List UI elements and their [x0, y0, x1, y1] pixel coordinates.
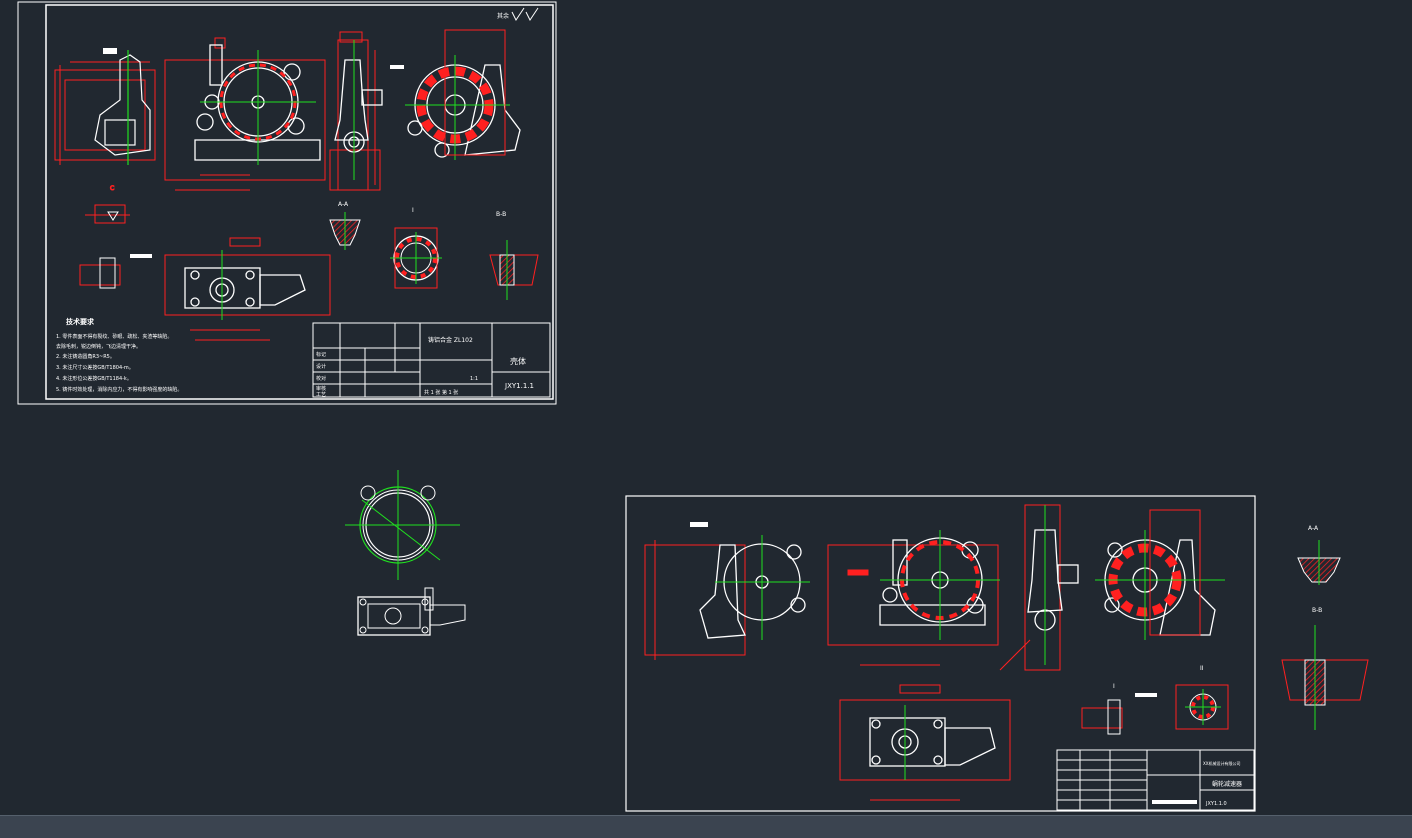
svg-text:审核: 审核 — [316, 385, 326, 392]
svg-text:去除毛刺，锐边倒钝，飞边清理干净。: 去除毛刺，锐边倒钝，飞边清理干净。 — [56, 343, 141, 350]
loose-plate-part[interactable] — [357, 587, 466, 636]
svg-text:2. 未注铸造圆角R3~R5。: 2. 未注铸造圆角R3~R5。 — [56, 353, 115, 360]
assembly-name-label: 蜗轮减速器 — [1212, 780, 1242, 788]
section-view-b: B-B — [489, 211, 539, 300]
side-view-4 — [999, 504, 1079, 671]
front-view-2 — [827, 530, 1000, 666]
loose-circle-part[interactable] — [345, 470, 460, 580]
svg-text:其余: 其余 — [497, 12, 509, 20]
detail-view-small-2 — [79, 254, 152, 289]
svg-text:A-A: A-A — [338, 201, 349, 208]
top-view-1 — [405, 29, 521, 160]
detail-view-small-1: C — [85, 185, 130, 224]
svg-text:1. 零件表面不得有裂纹、砂眼、疏松、夹渣等缺陷。: 1. 零件表面不得有裂纹、砂眼、疏松、夹渣等缺陷。 — [56, 333, 172, 340]
company-label: XX机械设计有限公司 — [1203, 760, 1240, 766]
sheet-count-label: 共 1 张 第 1 张 — [424, 389, 458, 396]
detail-view-i: I — [390, 207, 442, 289]
drawing-sheet-1[interactable]: 其余 — [17, 1, 557, 405]
bottom-view-2 — [839, 684, 1011, 801]
svg-text:设计: 设计 — [316, 363, 326, 370]
svg-text:I: I — [412, 207, 414, 214]
svg-text:工艺: 工艺 — [316, 392, 326, 398]
section-view-a: A-A — [329, 201, 361, 250]
drawing-canvas[interactable]: 其余 — [0, 0, 1412, 815]
detail-view-i-2: II — [1175, 665, 1229, 730]
drawing-sheet-2[interactable]: I II 蜗轮减速器 — [625, 495, 1256, 812]
svg-text:II: II — [1200, 665, 1204, 672]
top-view-2 — [1095, 509, 1225, 640]
svg-text:B-B: B-B — [1312, 607, 1322, 614]
title-block-1[interactable] — [312, 322, 551, 398]
svg-text:B-B: B-B — [496, 211, 506, 218]
side-view-1 — [54, 48, 156, 165]
svg-text:标记: 标记 — [316, 351, 326, 358]
roughness-symbol: 其余 — [497, 7, 539, 21]
side-view-2 — [329, 39, 404, 191]
svg-text:C: C — [110, 185, 114, 192]
title-block-1-text: 标记 设计 校对 审核 工艺 铸铝合金 ZL102 1:1 共 1 张 第 1 … — [316, 336, 534, 398]
section-view-a-2: A-A — [1297, 525, 1341, 585]
tech-req-title: 技术要求 — [66, 317, 95, 326]
svg-text:5. 铸件时效处理，消除内应力，不得有影响强度的缺陷。: 5. 铸件时效处理，消除内应力，不得有影响强度的缺陷。 — [56, 386, 182, 393]
svg-text:校对: 校对 — [316, 375, 326, 382]
status-bar — [0, 815, 1412, 838]
section-view-b-2: B-B — [1281, 607, 1369, 730]
assembly-drawing-number: JXY1.1.0 — [1205, 801, 1227, 807]
svg-text:A-A: A-A — [1308, 525, 1319, 532]
front-view-1 — [164, 31, 363, 191]
bottom-view-1 — [164, 237, 331, 341]
title-block-2[interactable] — [1056, 749, 1255, 811]
title-block-2-text: 蜗轮减速器 JXY1.1.0 XX机械设计有限公司 — [1152, 760, 1242, 807]
detail-view-ii-2: I — [1081, 683, 1157, 735]
side-view-1-body — [94, 50, 151, 165]
technical-requirements: 技术要求 1. 零件表面不得有裂纹、砂眼、疏松、夹渣等缺陷。 去除毛刺，锐边倒钝… — [56, 317, 182, 393]
svg-text:I: I — [1113, 683, 1115, 690]
svg-text:4. 未注形位公差按GB/T1184-k。: 4. 未注形位公差按GB/T1184-k。 — [56, 375, 132, 382]
material-label: 铸铝合金 ZL102 — [428, 336, 473, 344]
svg-text:3. 未注尺寸公差按GB/T1804-m。: 3. 未注尺寸公差按GB/T1804-m。 — [56, 364, 134, 371]
drawing-number-label: JXY1.1.1 — [504, 382, 534, 390]
side-view-3 — [644, 522, 810, 660]
scale-label: 1:1 — [470, 376, 478, 382]
part-name-label: 壳体 — [510, 356, 526, 366]
